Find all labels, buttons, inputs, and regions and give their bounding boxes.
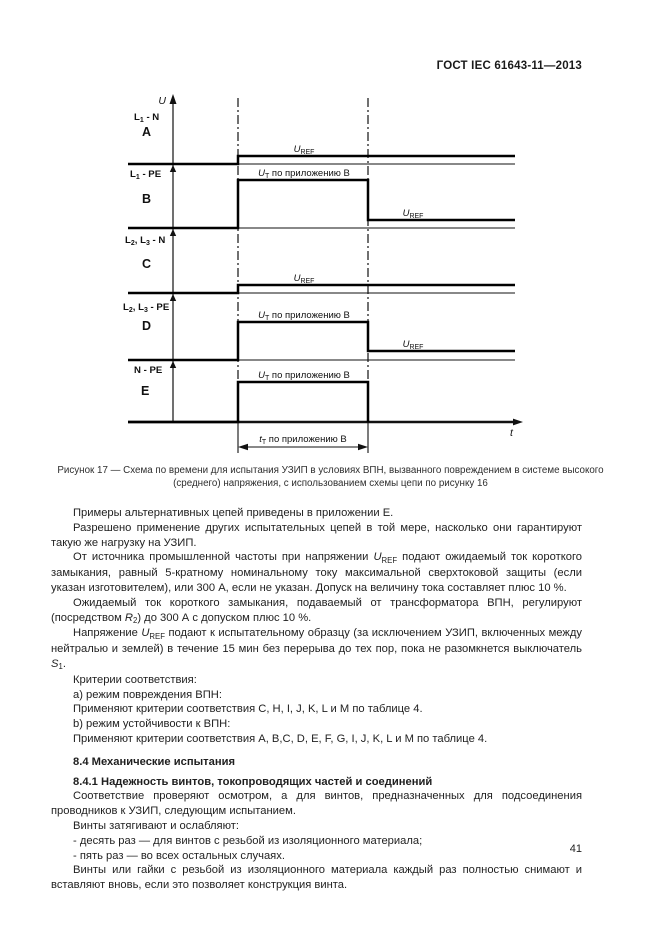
tt-arrowhead-right [358, 443, 368, 451]
voltage-axis-arrow [169, 94, 177, 104]
ut-label-band-b: UT по приложению В [258, 168, 350, 180]
terminal-label-l1-pe: L1 - PE [130, 169, 162, 181]
body-text: Примеры альтернативных цепей приведены в… [51, 506, 582, 893]
page-header-standard-number: ГОСТ IEC 61643-11—2013 [436, 60, 582, 72]
waveform-l1-pe [128, 178, 515, 230]
tt-duration-label: tT по приложению В [259, 434, 346, 446]
paragraph-mode-a: a) режим повреждения ВПН: [73, 688, 222, 701]
waveform-n-pe [128, 380, 370, 424]
waveform-l1-n [128, 154, 515, 166]
paragraph-screw-removal: Винты или гайки с резьбой из изоляционно… [51, 864, 582, 892]
uref-label-band-d: UREF [403, 339, 424, 351]
uref-label-band-a: UREF [294, 144, 315, 156]
terminal-label-l2l3-pe: L2, L3 - PE [123, 302, 170, 314]
band-letter-e: E [141, 384, 149, 398]
origin-arrow-band-c [169, 294, 177, 301]
paragraph-screw-check: Соответствие проверяют осмотром, а для в… [51, 790, 582, 818]
paragraph-other-circuits: Разрешено применение других испытательны… [51, 521, 582, 549]
terminal-label-n-pe: N - PE [134, 365, 163, 376]
ut-label-band-e: UT по приложению В [258, 370, 350, 382]
paragraph-screw-tighten: Винты затягивают и ослабляют: [73, 819, 239, 832]
paragraph-criteria-b: Применяют критерии соответствия A, B,C, … [73, 732, 488, 745]
time-axis-arrow [513, 418, 523, 426]
figure-17-timing-diagram: U t UREF UT по приложению В UREF UREF UT… [123, 94, 523, 453]
list-item-five-times: - пять раз — во всех остальных случаях. [73, 849, 285, 862]
tt-arrowhead-left [238, 443, 248, 451]
band-letter-c: C [142, 257, 151, 271]
ut-label-band-d: UT по приложению В [258, 310, 350, 322]
time-axis-label: t [510, 427, 514, 439]
paragraph-criteria-title: Критерии соответствия: [73, 673, 197, 686]
band-letter-b: B [142, 192, 151, 206]
terminal-label-l2l3-n: L2, L3 - N [125, 235, 165, 247]
heading-8-4: 8.4 Механические испытания [73, 755, 236, 768]
paragraph-mode-b: b) режим устойчивости к ВПН: [73, 718, 231, 731]
terminal-label-l1-n: L1 - N [134, 112, 159, 124]
paragraph-criteria-a: Применяют критерии соответствия C, H, I,… [73, 703, 423, 716]
origin-arrow-band-d [169, 361, 177, 368]
heading-8-4-1: 8.4.1 Надежность винтов, токопроводящих … [73, 775, 433, 788]
waveform-l2l3-pe [128, 320, 515, 362]
origin-arrow-band-b [169, 229, 177, 236]
page-number: 41 [569, 843, 582, 855]
band-letter-d: D [142, 319, 151, 333]
origin-arrow-band-a [169, 165, 177, 172]
paragraph-examples: Примеры альтернативных цепей приведены в… [73, 507, 394, 519]
paragraph-voltage-application: Напряжение UREF подают к испытательному … [51, 627, 582, 672]
uref-label-band-c: UREF [294, 273, 315, 285]
figure-caption: Рисунок 17 — Схема по времени для испыта… [57, 465, 604, 490]
band-letter-a: A [142, 125, 151, 139]
waveform-l2l3-n [128, 283, 515, 295]
list-item-ten-times: - десять раз — для винтов с резьбой из и… [73, 834, 423, 847]
paragraph-prospective-current: Ожидаемый ток короткого замыкания, подав… [51, 596, 582, 626]
uref-label-band-b: UREF [403, 208, 424, 220]
paragraph-short-circuit-current: От источника промышленной частоты при на… [51, 551, 582, 594]
voltage-axis-label: U [158, 95, 166, 107]
